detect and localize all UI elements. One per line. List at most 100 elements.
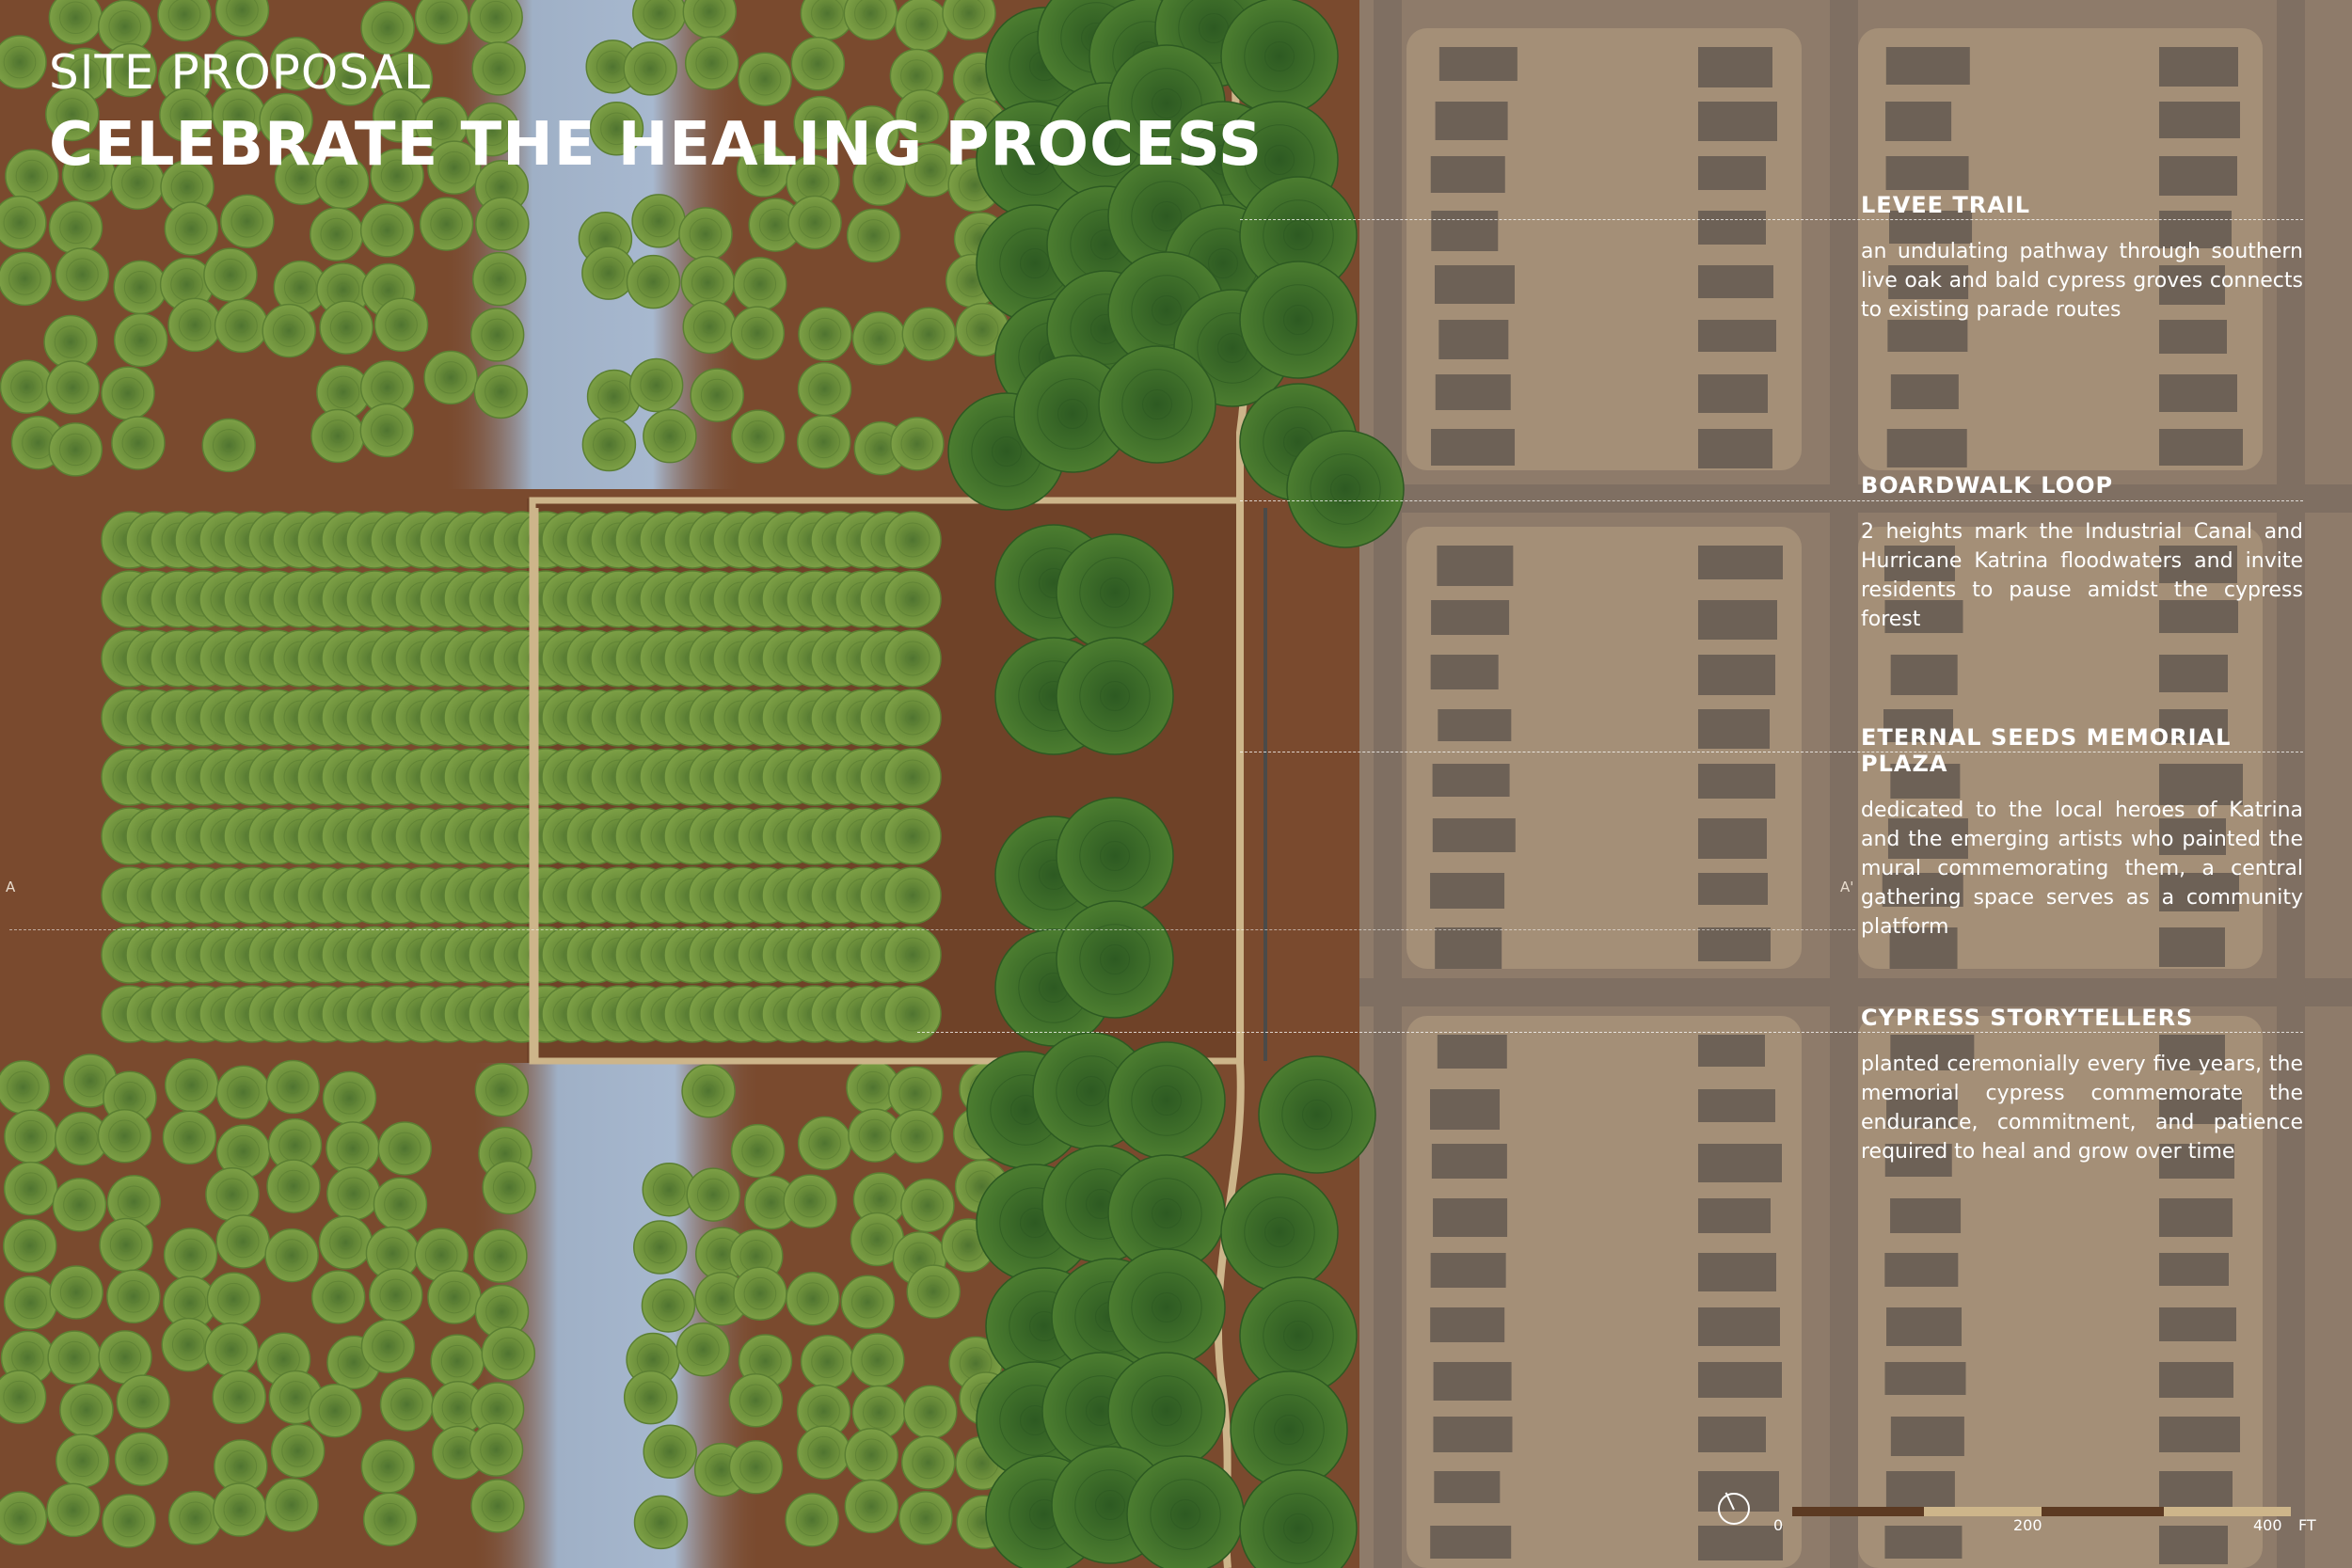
- scattered-tree: [0, 359, 55, 414]
- house: [2159, 818, 2226, 855]
- scattered-tree: [728, 1373, 784, 1428]
- scale-tick-400: 400: [2253, 1516, 2282, 1534]
- scattered-tree: [322, 1070, 377, 1126]
- house: [1698, 1089, 1775, 1122]
- scattered-tree: [206, 1272, 262, 1326]
- house: [1435, 374, 1511, 410]
- leader-boardwalk-loop: [1240, 500, 2303, 501]
- scattered-tree: [262, 303, 316, 358]
- scattered-tree: [213, 1482, 267, 1537]
- cypress-storyteller-tree: [883, 985, 942, 1043]
- house: [1698, 1307, 1780, 1346]
- scattered-tree: [589, 102, 644, 156]
- scattered-tree: [423, 350, 478, 405]
- scattered-tree: [259, 92, 313, 148]
- house: [1430, 1307, 1505, 1342]
- house: [2159, 546, 2237, 583]
- house: [1890, 655, 1958, 695]
- scattered-tree: [264, 1478, 319, 1532]
- scattered-tree: [214, 1439, 268, 1494]
- scattered-tree: [103, 42, 157, 98]
- scattered-tree: [900, 1178, 955, 1233]
- house: [1888, 265, 1969, 299]
- house: [2159, 1035, 2225, 1070]
- scattered-tree: [730, 306, 785, 360]
- live-oak-tree: [1056, 533, 1174, 652]
- house: [1890, 1035, 1975, 1070]
- scattered-tree: [310, 408, 365, 464]
- scattered-tree: [167, 1491, 223, 1545]
- scattered-tree: [786, 1271, 840, 1326]
- house: [2159, 655, 2228, 692]
- annotation-levee-trail: LEVEE TRAIL an undulating pathway throug…: [1861, 192, 2303, 325]
- annotation-body: planted ceremonially every five years, t…: [1861, 1053, 2303, 1164]
- scattered-tree: [623, 41, 677, 96]
- scattered-tree: [370, 149, 424, 203]
- house: [1884, 1526, 1963, 1559]
- house: [1433, 1198, 1508, 1237]
- scattered-tree: [46, 1482, 101, 1538]
- scattered-tree: [414, 1227, 469, 1282]
- house: [1882, 873, 1963, 907]
- house: [1430, 156, 1505, 193]
- live-oak-tree: [1098, 345, 1216, 464]
- scattered-tree: [372, 88, 427, 143]
- scattered-tree: [793, 95, 848, 150]
- house: [1698, 655, 1775, 695]
- scattered-tree: [633, 1220, 688, 1275]
- scale-bar-segment: [2042, 1507, 2164, 1516]
- house: [2159, 1307, 2236, 1341]
- house: [1890, 1417, 1964, 1456]
- house: [1435, 102, 1508, 140]
- scattered-tree: [0, 195, 47, 250]
- scattered-tree: [162, 1110, 217, 1165]
- house: [1890, 1198, 1962, 1233]
- annotation-body: dedicated to the local heroes of Katrina…: [1861, 799, 2303, 939]
- scattered-tree: [116, 1374, 170, 1429]
- section-cut-end-label: A': [1840, 879, 1854, 895]
- cypress-storyteller-tree: [883, 511, 942, 569]
- house: [1431, 429, 1516, 466]
- house: [2159, 429, 2243, 466]
- scale-bar: [1792, 1507, 2291, 1516]
- house: [1698, 1362, 1782, 1398]
- scattered-tree: [212, 1370, 266, 1425]
- scattered-tree: [45, 87, 100, 142]
- house: [1886, 1307, 1963, 1346]
- scattered-tree: [581, 245, 636, 300]
- scale-bar-segment: [1792, 1507, 1924, 1516]
- house: [1698, 764, 1775, 799]
- city-block: [1858, 28, 2263, 470]
- house: [1430, 1526, 1512, 1559]
- house: [2159, 927, 2225, 967]
- scattered-tree: [47, 1330, 102, 1385]
- scale-tick-0: 0: [1773, 1516, 1784, 1534]
- scattered-tree: [101, 366, 155, 420]
- annotation-cypress-storytellers: CYPRESS STORYTELLERS planted ceremoniall…: [1861, 1005, 2303, 1166]
- scattered-tree: [215, 1065, 271, 1120]
- scattered-tree: [368, 1268, 423, 1323]
- scattered-tree: [211, 87, 266, 143]
- scattered-tree: [269, 37, 325, 91]
- scattered-tree: [167, 297, 222, 353]
- scattered-tree: [790, 37, 846, 91]
- scale-unit: FT: [2298, 1516, 2316, 1534]
- house: [1889, 211, 1973, 244]
- title-block: SITE PROPOSAL CELEBRATE THE HEALING PROC…: [49, 47, 1263, 179]
- house: [1431, 600, 1510, 635]
- scattered-tree: [675, 1322, 731, 1377]
- scattered-tree: [48, 0, 103, 45]
- house: [1885, 47, 1970, 85]
- scattered-tree: [643, 408, 697, 464]
- house: [1883, 709, 1954, 742]
- scattered-tree: [274, 150, 329, 205]
- scattered-tree: [102, 1494, 156, 1548]
- house: [2159, 1253, 2229, 1286]
- house: [1698, 709, 1770, 749]
- scattered-tree: [797, 361, 852, 417]
- scattered-tree: [738, 52, 792, 106]
- scattered-tree: [482, 1160, 536, 1215]
- scattered-tree: [360, 0, 415, 55]
- scattered-tree: [360, 1319, 416, 1374]
- scattered-tree: [419, 197, 474, 251]
